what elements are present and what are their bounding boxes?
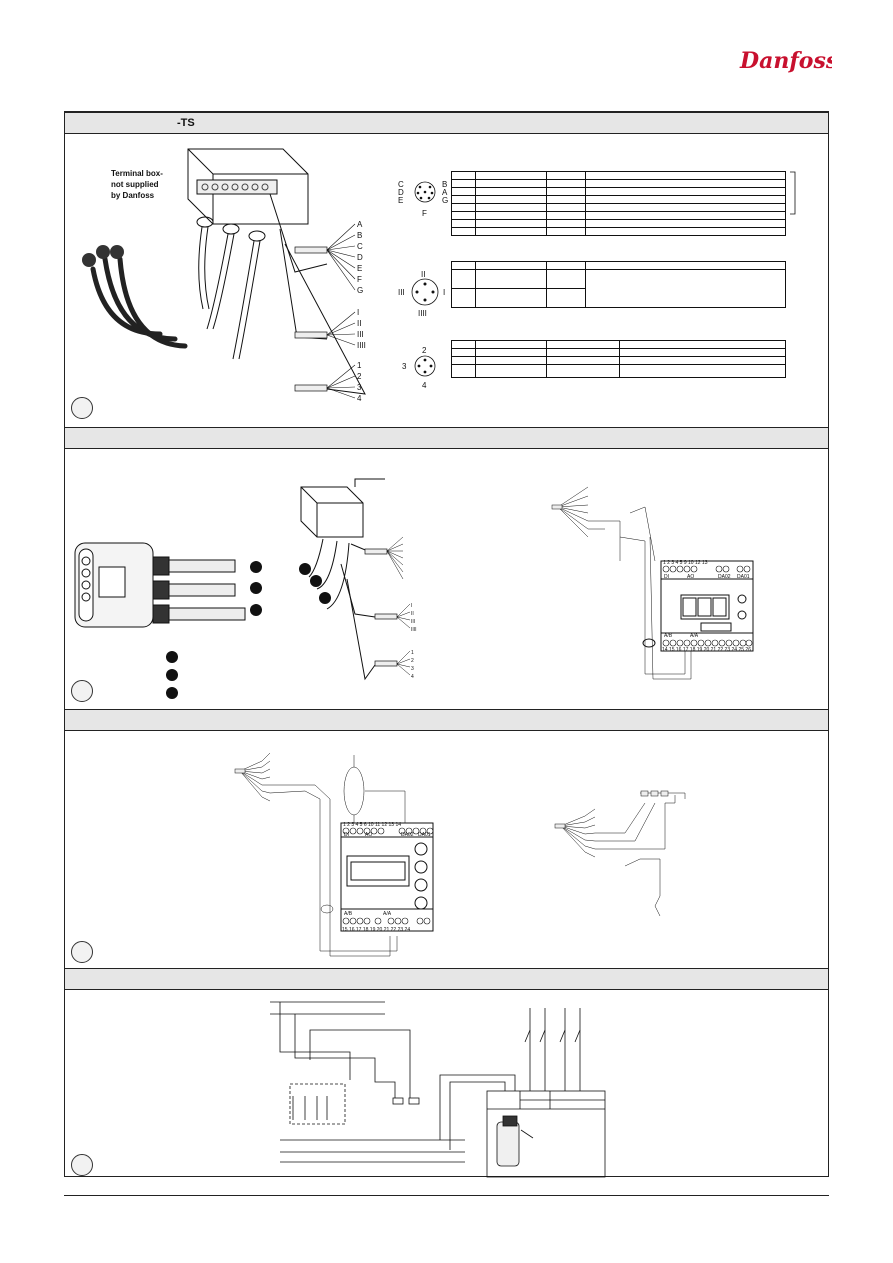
s3-group-da01: DA01 — [418, 832, 431, 838]
pin-d: D — [398, 188, 404, 197]
wire-label-d: D — [357, 253, 363, 262]
section-4-header — [65, 968, 828, 990]
s3-group-da02: DA02 — [401, 832, 414, 838]
s2-group-ao: AO — [687, 574, 694, 580]
s2-wire-4: 4 — [411, 674, 414, 680]
s2-wire-iiii: IIII — [411, 627, 417, 633]
pin-iii: III — [398, 288, 405, 297]
s2-wire-ii: II — [411, 611, 414, 617]
pin-b: B — [442, 180, 447, 189]
wire-label-a: A — [357, 220, 363, 229]
wire-label-iiii: IIII — [357, 341, 366, 350]
s2-group-aa: A/A — [690, 633, 699, 639]
s3-controller-top-terminals: 1 2 3 4 5 6 10 11 12 13 14 — [343, 822, 401, 828]
connector-3-table — [451, 340, 786, 378]
power-wiring-drawing — [270, 1001, 606, 1178]
wire-label-i: I — [357, 308, 359, 317]
wire-label-f: F — [357, 275, 362, 284]
wire-label-4: 4 — [357, 394, 362, 403]
s2-wire-2: 2 — [411, 658, 414, 664]
pin-i: I — [443, 288, 445, 297]
s2-wire-i: I — [411, 603, 412, 609]
s3-group-aa: A/A — [383, 911, 392, 917]
figure-3-marker — [71, 941, 93, 963]
terminal-box-drawing — [82, 148, 796, 399]
pin-3: 3 — [402, 362, 407, 371]
wire-label-2: 2 — [357, 372, 362, 381]
terminal-note-line-2: not supplied — [111, 180, 159, 189]
legend-dot-b — [166, 669, 178, 681]
callout-b-box — [310, 575, 322, 587]
callout-c-sensor — [250, 604, 262, 616]
danfoss-logo: Danfoss — [739, 48, 832, 74]
section-3-header — [65, 709, 828, 731]
s3-controller-bottom-terminals: 15 16 17 18 19 20 21 22 23 24 — [342, 927, 410, 933]
legend-dot-a — [166, 651, 178, 663]
wire-label-3: 3 — [357, 383, 362, 392]
s2-wire-3: 3 — [411, 666, 414, 672]
pin-g: G — [442, 196, 448, 205]
section-1-labels: Terminal box- not supplied by Danfoss A … — [111, 169, 448, 403]
pin-c: C — [398, 180, 404, 189]
pin-4: 4 — [422, 381, 427, 390]
s2-group-di: DI — [664, 574, 669, 580]
wire-label-iii: III — [357, 330, 364, 339]
s3-group-ao: AO — [365, 832, 372, 838]
s2-group-da01: DA01 — [737, 574, 750, 580]
s2-group-ab: A/B — [664, 633, 673, 639]
s2-wire-1: 1 — [411, 650, 414, 656]
pin-iiii: IIII — [418, 309, 427, 318]
pin-ii: II — [421, 270, 425, 279]
figure-2-marker — [71, 680, 93, 702]
footer-rule — [64, 1195, 829, 1196]
pin-f: F — [422, 209, 427, 218]
s2-controller-bottom-terminals: 14 15 16 17 18 19 20 21 22 23 24 25 26 — [662, 647, 751, 653]
s3-group-ab: A/B — [344, 911, 353, 917]
s2-wire-iii: III — [411, 619, 415, 625]
callout-c-box — [319, 592, 331, 604]
s3-group-di: DI — [344, 832, 349, 838]
figure-1-marker — [71, 397, 93, 419]
wire-label-g: G — [357, 286, 363, 295]
callout-a-box — [299, 563, 311, 575]
callout-a-sensor — [250, 561, 262, 573]
pin-a: A — [442, 188, 448, 197]
sensor-connection-drawing: 1 2 3 4 5 9 10 12 13 DI AO DA02 DA01 A/B… — [74, 478, 754, 681]
section-1-title: -TS — [177, 117, 195, 129]
wire-label-b: B — [357, 231, 362, 240]
pin-e: E — [398, 196, 403, 205]
s2-controller-top-terminals: 1 2 3 4 5 9 10 12 13 — [663, 560, 708, 566]
wire-label-c: C — [357, 242, 363, 251]
figure-4-marker — [71, 1154, 93, 1176]
wire-label-1: 1 — [357, 361, 362, 370]
connector-2-table — [451, 261, 786, 308]
wire-label-ii: II — [357, 319, 361, 328]
terminal-note-line-3: by Danfoss — [111, 191, 155, 200]
callout-b-sensor — [250, 582, 262, 594]
section-1-header: -TS — [65, 112, 828, 134]
diagram-frame: -TS — [64, 111, 829, 1178]
connector-1-table — [451, 171, 786, 236]
logo-text: Danfoss — [739, 48, 832, 74]
terminal-note-line-1: Terminal box- — [111, 169, 163, 178]
wire-label-e: E — [357, 264, 362, 273]
pin-2: 2 — [422, 346, 427, 355]
controller-wiring-drawing: 1 2 3 4 5 6 10 11 12 13 14 DI AO DA02 DA… — [234, 752, 686, 957]
legend-dot-c — [166, 687, 178, 699]
section-2-header — [65, 427, 828, 449]
s2-group-da02: DA02 — [718, 574, 731, 580]
